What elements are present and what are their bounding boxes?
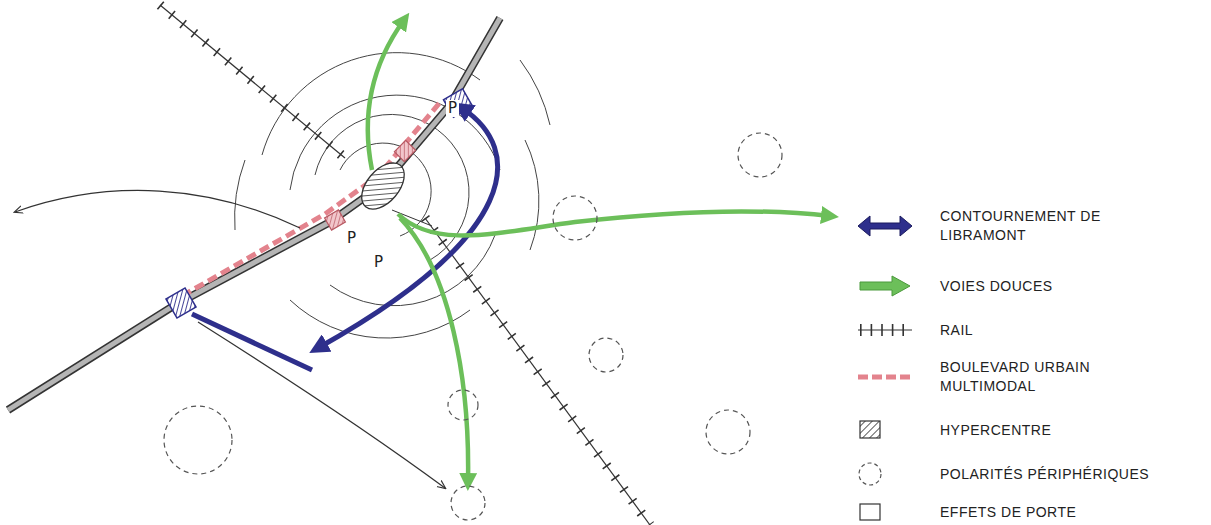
legend-rail xyxy=(858,329,912,330)
legend-circle xyxy=(859,463,881,485)
legend-label: EFFETS DE PORTE xyxy=(940,503,1160,522)
legend-label: RAIL xyxy=(940,321,1140,340)
legend-rail xyxy=(860,324,912,336)
soft-way xyxy=(368,20,830,482)
parking-label: P xyxy=(345,230,358,247)
legend-label: CONTOURNEMENT DE LIBRAMONT xyxy=(940,207,1115,245)
gate-symbol xyxy=(325,210,346,230)
legend-symbol xyxy=(860,504,880,520)
boulevard-dashes xyxy=(182,100,442,296)
legend-symbol xyxy=(860,421,880,438)
legend-label: POLARITÉS PÉRIPHÉRIQUES xyxy=(940,465,1205,484)
parking-label: P xyxy=(446,100,459,117)
legend-symbol xyxy=(858,330,912,331)
legend-symbol xyxy=(858,216,912,236)
legend-label: VOIES DOUCES xyxy=(940,277,1140,296)
legend-symbol xyxy=(858,377,914,378)
legend-swatch xyxy=(858,216,912,236)
parking-label: P xyxy=(372,254,385,271)
legend-label: HYPERCENTRE xyxy=(940,421,1140,440)
rail-line xyxy=(425,218,650,525)
rail-line xyxy=(160,5,345,158)
polarity-circle xyxy=(164,133,782,520)
gate-symbol xyxy=(166,288,196,318)
legend-square xyxy=(860,504,880,520)
legend-hatch xyxy=(860,421,880,438)
concentric-rings xyxy=(235,53,550,338)
hypercentre-hatch xyxy=(353,155,412,217)
gate-symbol xyxy=(394,140,415,161)
bypass-road xyxy=(192,314,312,370)
legend-symbol xyxy=(860,276,910,296)
legend-symbol xyxy=(859,463,881,485)
legend-swatch xyxy=(860,276,910,296)
legend-swatch xyxy=(858,375,914,380)
main-road xyxy=(8,18,500,410)
legend-label: BOULEVARD URBAIN MULTIMODAL xyxy=(940,358,1115,396)
flow-arrow xyxy=(15,190,445,488)
